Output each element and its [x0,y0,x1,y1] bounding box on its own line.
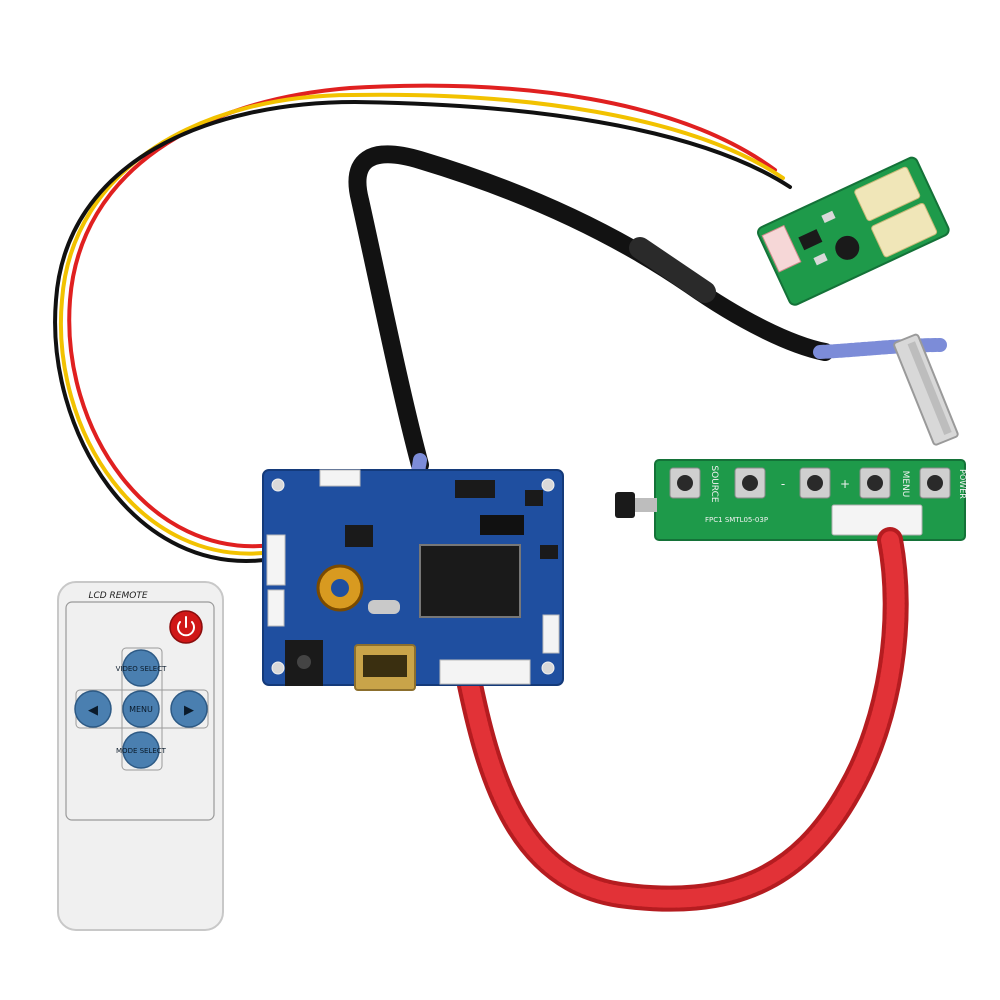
arrow-right-icon: ▶ [184,703,194,718]
remote-right-button[interactable]: ▶ [170,690,208,728]
keypad-connector [831,504,923,536]
keypad-button-menu[interactable] [859,467,891,499]
arrow-left-icon: ◀ [88,703,98,718]
remote-control: LCD REMOTE VIDEO SELECT MENU MODE SELECT [57,581,224,931]
keypad-ribbon-cable [457,527,909,912]
keypad-label-source: SOURCE [709,465,719,502]
remote-title: LCD REMOTE [88,591,147,601]
remote-video-select-label: VIDEO SELECT [116,665,167,673]
keypad-board: SOURCE - + MENU POWER FPC1 SMTL05-03P [615,459,967,541]
driver-board [262,469,564,691]
main-chip [419,544,521,618]
keypad-label-menu: MENU [900,471,910,498]
keypad-header [439,659,531,685]
lvds-twisted-wires-top [813,338,947,359]
keypad-label-part: FPC1 SMTL05-03P [705,516,768,524]
ir-receiver [615,492,635,518]
keypad-button-minus[interactable] [734,467,766,499]
keypad-label-plus: + [840,477,850,491]
keypad-button-power[interactable] [919,467,951,499]
keypad-button-source[interactable] [669,467,701,499]
keypad-button-plus[interactable] [799,467,831,499]
remote-menu-button[interactable]: MENU [122,690,160,728]
remote-power-button[interactable] [169,610,203,644]
remote-video-select-button[interactable]: VIDEO SELECT [116,649,167,687]
inverter-wire-harness [53,83,792,563]
lvds-cable-sleeve [348,145,834,474]
lvds-connector [893,333,959,446]
remote-menu-label: MENU [129,705,153,714]
power-icon [177,616,195,637]
remote-mode-select-button[interactable]: MODE SELECT [116,731,167,769]
remote-mode-select-label: MODE SELECT [116,747,167,755]
lvds-cable-tape [629,237,716,303]
inverter-board [757,156,950,306]
wire-black [53,99,792,563]
keypad-label-minus: - [781,477,785,491]
remote-left-button[interactable]: ◀ [74,690,112,728]
keypad-label-power: POWER [958,469,967,499]
